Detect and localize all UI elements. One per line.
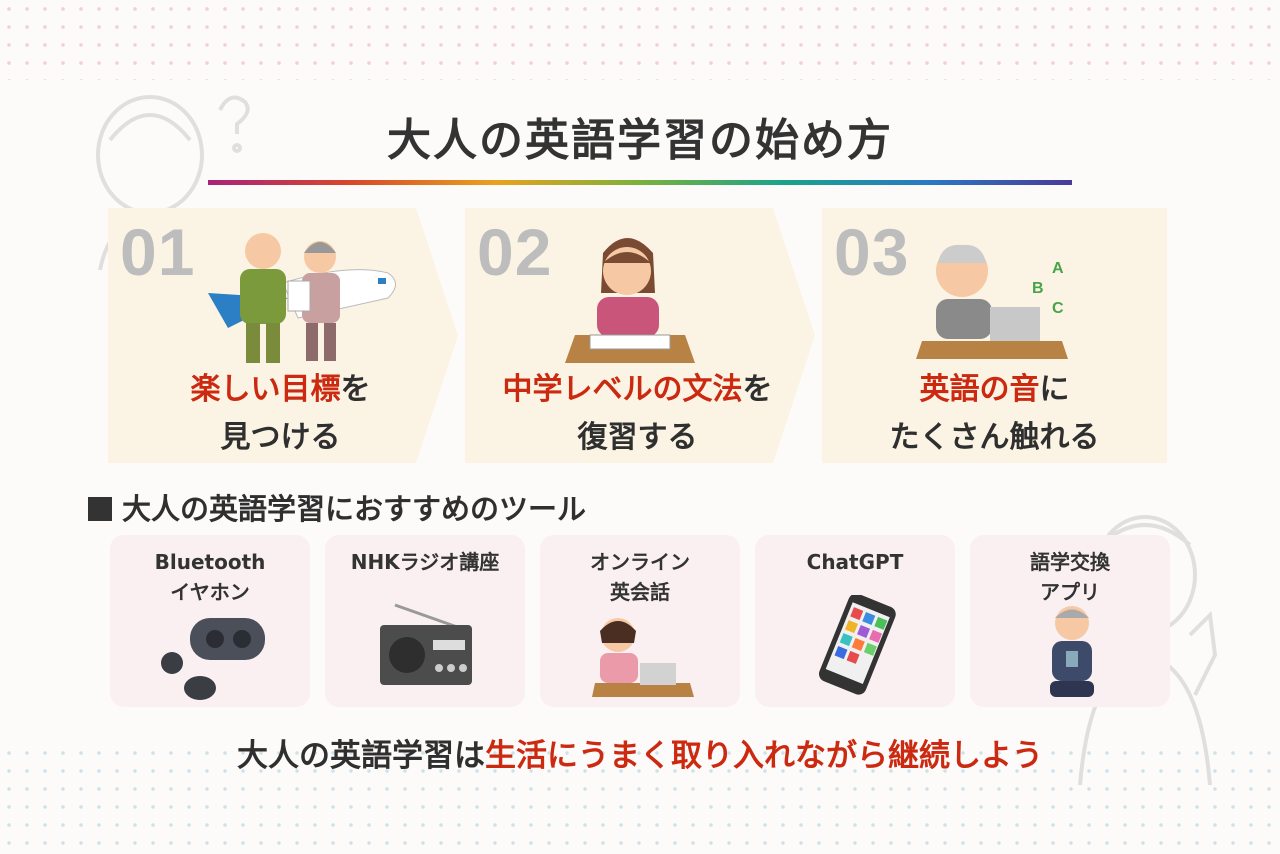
step-card-1: 01 楽しい目標を 見つける bbox=[108, 208, 458, 463]
footer-message: 大人の英語学習は生活にうまく取り入れながら継続しよう bbox=[0, 730, 1280, 775]
step-card-3: 03 A B C 英語の音に たくさん触れる bbox=[822, 208, 1167, 463]
step-particle: を bbox=[340, 372, 371, 407]
tool-card-radio: NHKラジオ講座 bbox=[325, 535, 525, 707]
step-highlight: 中学レベルの文法 bbox=[502, 372, 743, 407]
tool-card-chatgpt: ChatGPT bbox=[755, 535, 955, 707]
step-particle: に bbox=[1039, 372, 1070, 407]
phone-user-icon bbox=[1050, 606, 1094, 697]
page-title: 大人の英語学習の始め方 bbox=[387, 115, 893, 166]
top-dot-pattern bbox=[0, 0, 1280, 80]
step-label: 中学レベルの文法を 復習する bbox=[465, 366, 810, 462]
footer-plain: 大人の英語学習は bbox=[237, 738, 485, 774]
bottom-dot-pattern bbox=[0, 744, 1280, 854]
title-underline bbox=[208, 180, 1072, 185]
footer-highlight: 生活にうまく取り入れながら継続しよう bbox=[485, 738, 1043, 774]
tool-label: NHKラジオ講座 bbox=[350, 550, 500, 574]
step-label: 英語の音に たくさん触れる bbox=[822, 366, 1167, 462]
step-card-2: 02 中学レベルの文法を 復習する bbox=[465, 208, 815, 463]
tool-label: ChatGPT bbox=[806, 550, 904, 574]
step-label: 楽しい目標を 見つける bbox=[108, 366, 453, 462]
step-number: 03 bbox=[834, 215, 910, 289]
smartphone-icon bbox=[819, 595, 896, 695]
step-number: 01 bbox=[120, 215, 196, 289]
earphones-icon bbox=[161, 618, 265, 700]
step-line2: 見つける bbox=[220, 420, 341, 455]
step-particle: を bbox=[742, 372, 773, 407]
tools-heading: 大人の英語学習におすすめのツール bbox=[88, 486, 586, 528]
step-highlight: 楽しい目標 bbox=[190, 372, 341, 407]
svg-text:C: C bbox=[1052, 300, 1064, 317]
step-line2: 復習する bbox=[577, 420, 698, 455]
online-lesson-icon bbox=[592, 618, 694, 697]
tool-card-language-exchange-app: 語学交換アプリ bbox=[970, 535, 1170, 707]
radio-icon bbox=[380, 603, 472, 685]
svg-text:B: B bbox=[1032, 280, 1044, 297]
studying-woman-illustration bbox=[565, 238, 695, 363]
svg-text:A: A bbox=[1052, 260, 1064, 277]
square-bullet-icon bbox=[88, 497, 112, 521]
tool-label: オンライン英会話 bbox=[590, 550, 690, 604]
step-number: 02 bbox=[477, 215, 553, 289]
laptop-man-illustration: A B C bbox=[916, 244, 1068, 359]
step-highlight: 英語の音 bbox=[919, 372, 1040, 407]
travel-couple-illustration bbox=[208, 233, 396, 363]
tool-label: 語学交換アプリ bbox=[1030, 550, 1110, 604]
tool-card-online-conversation: オンライン英会話 bbox=[540, 535, 740, 707]
tools-heading-text: 大人の英語学習におすすめのツール bbox=[122, 492, 587, 526]
step-line2: たくさん触れる bbox=[889, 420, 1100, 455]
